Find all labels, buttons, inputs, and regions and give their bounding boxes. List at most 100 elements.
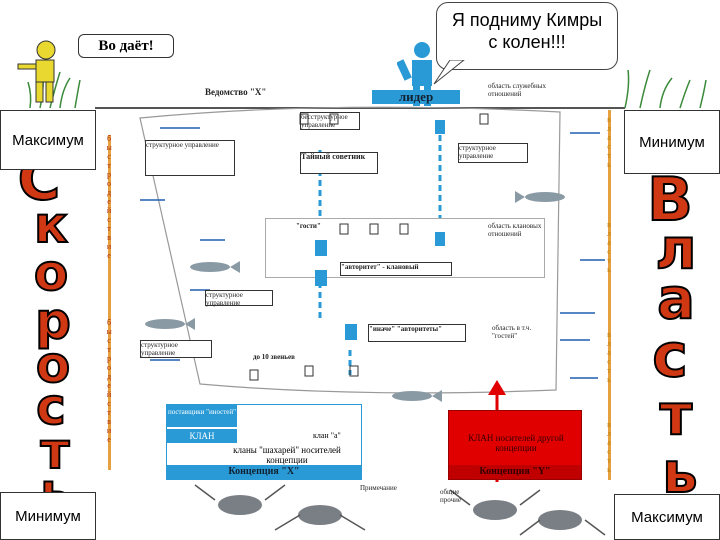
- vertical-letter: й: [106, 206, 112, 215]
- structural-box-4: структурное управление: [205, 290, 273, 307]
- red-clan-label: КЛАН носителей другой концепции: [468, 433, 564, 453]
- vertical-letter: т: [607, 366, 611, 375]
- vertical-letter: ь: [607, 375, 611, 384]
- vertical-letter: д: [106, 188, 112, 197]
- vertical-letter: е: [107, 251, 111, 260]
- right-word-letter: т: [659, 383, 693, 448]
- vertical-letter: в: [107, 233, 111, 242]
- vertical-letter: ы: [106, 327, 112, 336]
- thinking-man-icon: [17, 40, 56, 103]
- vertical-letter: с: [107, 399, 111, 408]
- concept-x-block: поставщики "иностей" КЛАН клан "а" кланы…: [166, 404, 362, 480]
- people-icons: [249, 113, 489, 381]
- red-concept-label: Концепция "Y": [449, 465, 581, 479]
- right-word-letter: а: [656, 267, 696, 332]
- blue-concept-label: Концепция "Х": [167, 465, 361, 479]
- vertical-letter: л: [607, 229, 611, 238]
- leader-label: лидер: [372, 90, 460, 104]
- vertical-letter: в: [607, 220, 611, 229]
- vertical-letter: ы: [106, 143, 112, 152]
- label-min-bottom-left: Минимум: [0, 492, 96, 540]
- vertical-letter: т: [107, 224, 111, 233]
- vertical-letter: т: [107, 345, 111, 354]
- vertical-letter: о: [107, 179, 111, 188]
- speech-line-2: с колен!!!: [488, 32, 566, 52]
- vertical-letter: в: [607, 420, 611, 429]
- up-to-10-label: до 10 звеньев: [253, 353, 295, 361]
- vertical-letter: с: [107, 152, 111, 161]
- left-word-letter: о: [35, 336, 71, 394]
- right-word-letter: с: [651, 321, 689, 391]
- right-word-letter: л: [654, 217, 697, 282]
- vertical-letter: в: [107, 417, 111, 426]
- right-word-letter: ь: [661, 441, 698, 506]
- vertical-letter: в: [607, 330, 611, 339]
- vertical-letter: д: [106, 372, 112, 381]
- vertical-letter: в: [607, 115, 611, 124]
- vertical-letter: с: [607, 142, 611, 151]
- agency-label: Ведомство "Х": [205, 87, 267, 97]
- vertical-letter: б: [106, 318, 112, 327]
- left-gradient-bar: [108, 135, 111, 470]
- blue-block-top: поставщики "иностей": [167, 405, 237, 427]
- left-word-letter: р: [34, 292, 72, 350]
- legend-item-2: прочие: [440, 496, 461, 504]
- left-word-letter: о: [33, 244, 69, 302]
- left-word-letter: т: [40, 422, 71, 480]
- leader-figure-icon: [397, 42, 432, 106]
- vertical-letter: е: [107, 381, 111, 390]
- vertical-letter: и: [106, 242, 112, 251]
- vertical-letter: а: [607, 238, 611, 247]
- sphere-top-label: область служебных отношений: [488, 82, 546, 98]
- right-gradient-bar: [608, 110, 611, 480]
- sphere-low-label: область в т.ч. "гостей": [492, 324, 532, 340]
- structural-box-3: структурное управление: [458, 143, 528, 163]
- right-word-letter: В: [646, 165, 694, 235]
- vertical-letter: с: [107, 215, 111, 224]
- vertical-letter: с: [607, 247, 611, 256]
- vertical-letter: л: [607, 339, 611, 348]
- vertical-letter: р: [107, 170, 111, 179]
- vertical-letter: т: [607, 256, 611, 265]
- blue-clan-x-label: клан "а": [313, 431, 341, 440]
- vertical-letter: т: [107, 408, 111, 417]
- vertical-letter: а: [607, 438, 611, 447]
- vertical-letter: ь: [607, 465, 611, 474]
- vertical-letter: а: [607, 133, 611, 142]
- blue-clan-label: КЛАН: [167, 429, 237, 443]
- guests-label: "гости": [296, 222, 321, 230]
- diagram-outline: [139, 106, 561, 394]
- vertical-letter: б: [106, 134, 112, 143]
- vertical-letter: а: [607, 348, 611, 357]
- fish-1-icon: [515, 191, 565, 203]
- legend-title: Примечание: [360, 484, 397, 492]
- speech-bubble-tail: [433, 60, 465, 85]
- concept-y-block: КЛАН носителей другой концепции Концепци…: [448, 410, 582, 480]
- secret-adviser-box: Тайный советник: [300, 152, 378, 174]
- vertical-letter: е: [107, 197, 111, 206]
- structural-box-2: структурное управление: [145, 140, 235, 176]
- fish-3-icon: [145, 318, 195, 330]
- label-min-top-right: Минимум: [624, 110, 720, 174]
- left-word-letter: с: [35, 378, 67, 436]
- vertical-letter: р: [107, 354, 111, 363]
- top-left-sign: Во даёт!: [78, 34, 174, 58]
- vertical-letter: с: [107, 336, 111, 345]
- grass-right: [624, 69, 707, 109]
- vertical-letter: е: [107, 435, 111, 444]
- legend-item-1: общие: [440, 488, 460, 496]
- fish-4-icon: [392, 390, 442, 402]
- label-max-bottom-right: Максимум: [614, 494, 720, 540]
- vertical-letter: т: [607, 151, 611, 160]
- speech-line-1: Я подниму Кимры: [451, 10, 603, 30]
- fish-2-icon: [190, 261, 240, 273]
- structural-box-5: структурное управление: [140, 340, 212, 358]
- speech-bubble: Я подниму Кимры с колен!!!: [436, 2, 618, 70]
- vertical-letter: ь: [607, 160, 611, 169]
- vertical-letter: о: [107, 363, 111, 372]
